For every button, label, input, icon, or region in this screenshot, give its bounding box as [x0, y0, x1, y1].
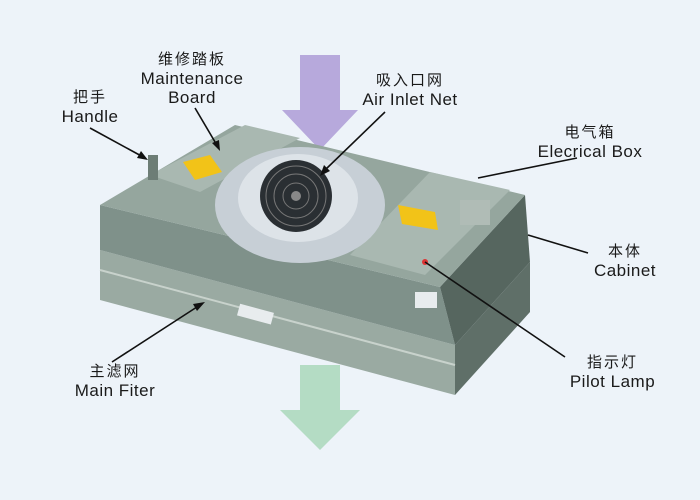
label-en: Board — [168, 88, 216, 107]
label-cabinet: 本体 Cabinet — [585, 242, 665, 280]
label-en: Main Fiter — [74, 381, 156, 400]
ffu-cabinet — [99, 125, 530, 395]
label-zh: 电气箱 — [564, 123, 616, 141]
air-outlet-arrow — [280, 365, 360, 450]
label-en: Pilot Lamp — [569, 372, 656, 391]
label-zh: 维修踏板 — [157, 50, 226, 68]
label-en: Handle — [61, 107, 119, 126]
label-zh: 本体 — [607, 242, 642, 260]
label-en: Cabinet — [593, 261, 657, 280]
label-zh: 指示灯 — [586, 353, 638, 371]
label-en: Elecrical Box — [537, 142, 643, 161]
label-en: Air Inlet Net — [362, 90, 458, 109]
label-main-filter: 主滤网 Main Fiter — [60, 362, 170, 400]
label-zh: 主滤网 — [89, 362, 141, 380]
label-en: Maintenance — [140, 69, 244, 88]
leader-lines — [89, 107, 589, 363]
label-maintenance-board: 维修踏板 Maintenance Board — [122, 50, 262, 107]
warning-sticker — [183, 155, 222, 180]
label-electrical-box: 电气箱 Elecrical Box — [520, 123, 660, 161]
label-zh: 把手 — [72, 88, 107, 106]
label-zh: 吸入口网 — [375, 71, 444, 89]
label-air-inlet-net: 吸入口网 Air Inlet Net — [340, 71, 480, 109]
label-handle: 把手 Handle — [45, 88, 135, 126]
label-pilot-lamp: 指示灯 Pilot Lamp — [555, 353, 670, 391]
air-inlet-arrow — [282, 55, 358, 150]
warning-sticker — [398, 205, 438, 230]
